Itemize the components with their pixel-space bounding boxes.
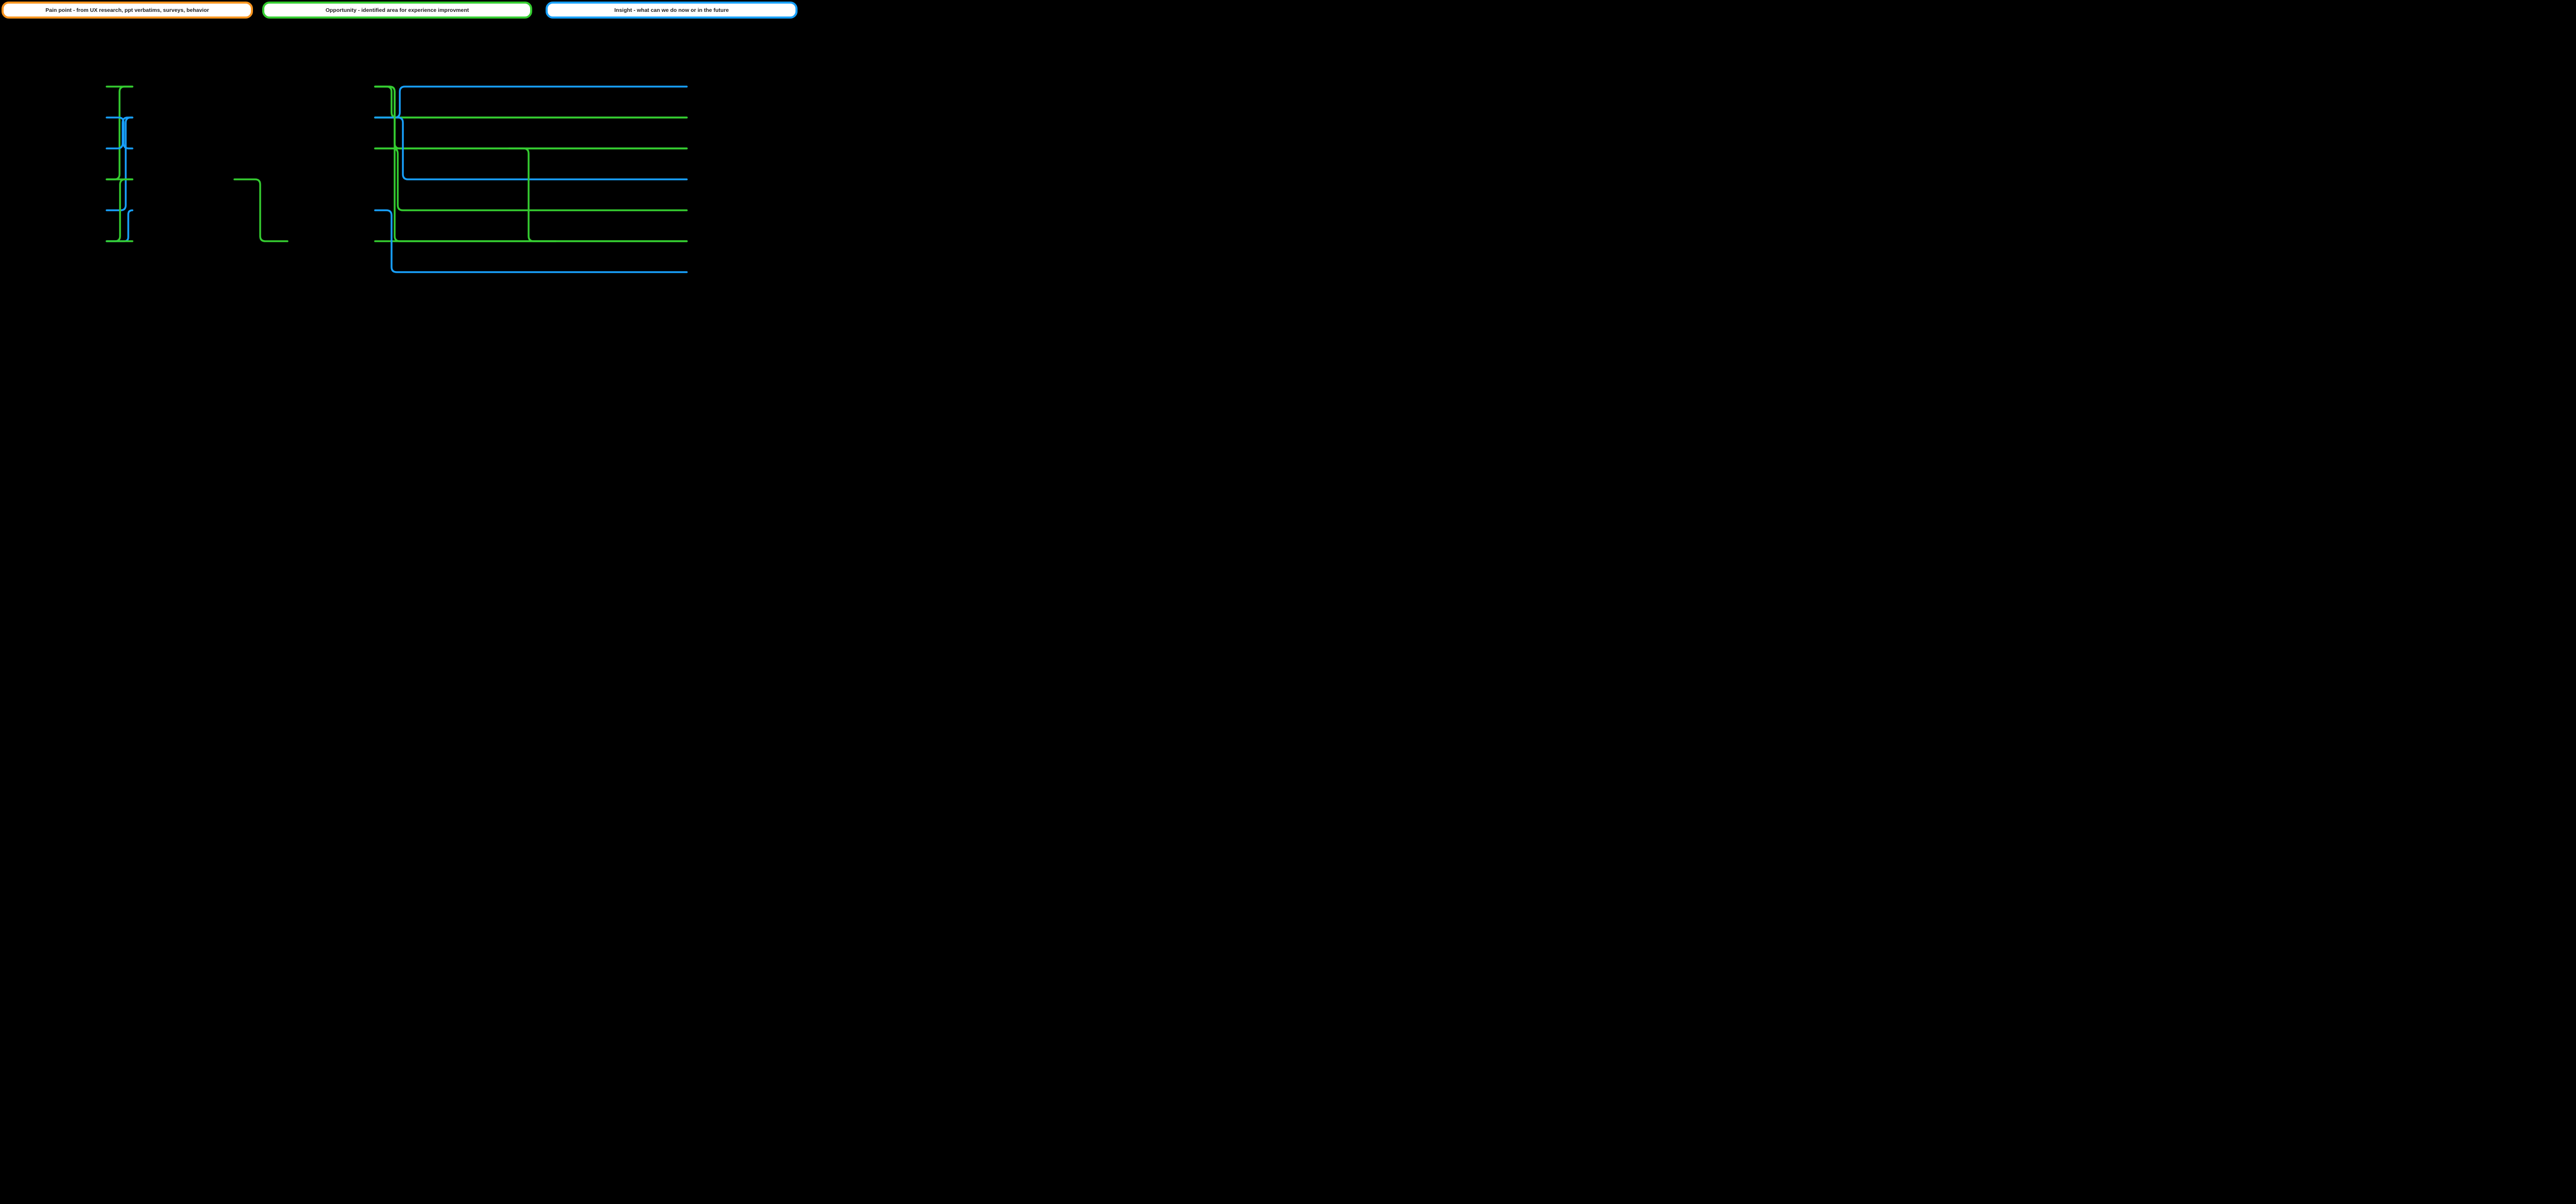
connector-green-0L3-0R0[interactable] [106, 86, 133, 180]
connector-green-1R2-2L5[interactable] [508, 147, 557, 242]
legend-label: Opportunity - identified area for experi… [325, 7, 469, 13]
legend-pill-green[interactable]: Opportunity - identified area for experi… [262, 2, 532, 19]
connector-blue-1L4-2R6[interactable] [374, 209, 688, 273]
connector-green-0R3-1L5[interactable] [233, 178, 289, 242]
connector-layer [106, 86, 688, 273]
legend-label: Insight - what can we do now or in the f… [614, 7, 729, 13]
mindmap-canvas: Pain point - from UX research, ppt verba… [0, 0, 799, 301]
connector-blue-0L4-0R1[interactable] [106, 116, 133, 211]
connector-blue-1L1-2R0[interactable] [374, 86, 688, 119]
connector-blue-1L1-2R3[interactable] [374, 116, 688, 180]
connector-blue-0L1-0R2[interactable] [106, 116, 133, 149]
legend-pill-orange[interactable]: Pain point - from UX research, ppt verba… [2, 2, 253, 19]
legend-label: Pain point - from UX research, ppt verba… [45, 7, 209, 13]
connector-green-1L0-2R5[interactable] [374, 86, 688, 242]
connector-blue-0L2-0R1[interactable] [106, 116, 133, 149]
legend-pill-blue[interactable]: Insight - what can we do now or in the f… [546, 2, 798, 19]
connector-green-1L0-2R1[interactable] [374, 86, 688, 119]
